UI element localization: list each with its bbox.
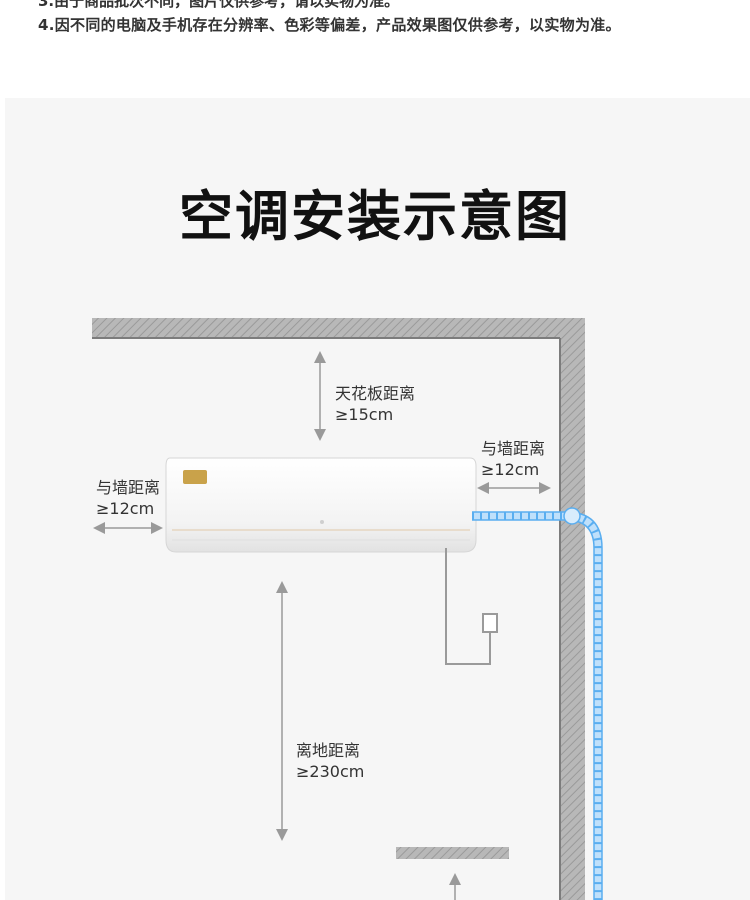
left-wall-distance-value: ≥12cm [96, 499, 155, 518]
drain-pipe [445, 548, 491, 665]
note-item-4: 4.因不同的电脑及手机存在分辨率、色彩等偏差，产品效果图仅供参考，以实物为准。 [38, 16, 621, 34]
note-item-3: 3.由于商品批次不同，图片仅供参考，请以实物为准。 [38, 0, 400, 10]
ceiling-distance-value: ≥15cm [335, 405, 394, 424]
floor-distance-label: 离地距离 ≥230cm [296, 740, 364, 782]
ceiling-distance-label: 天花板距离 ≥15cm [335, 383, 415, 425]
left-wall-distance-text: 与墙距离 [96, 478, 161, 497]
right-wall-distance-text: 与墙距离 [481, 439, 546, 458]
floor-distance-text: 离地距离 [296, 741, 361, 760]
right-wall-distance-value: ≥12cm [481, 460, 540, 479]
ceiling-slab [92, 318, 585, 338]
ceiling-distance-text: 天花板距离 [335, 384, 416, 403]
floor-furniture [396, 847, 509, 859]
floor-distance-value: ≥230cm [296, 762, 365, 781]
power-socket [482, 613, 498, 633]
air-conditioner-unit [165, 457, 477, 553]
diagram-title: 空调安装示意图 [179, 185, 571, 248]
right-wall [560, 326, 585, 900]
left-wall-distance-label: 与墙距离 ≥12cm [96, 477, 160, 519]
refrigerant-pipe [472, 507, 603, 900]
brand-logo-icon [183, 470, 207, 484]
right-wall-distance-label: 与墙距离 ≥12cm [481, 438, 545, 480]
